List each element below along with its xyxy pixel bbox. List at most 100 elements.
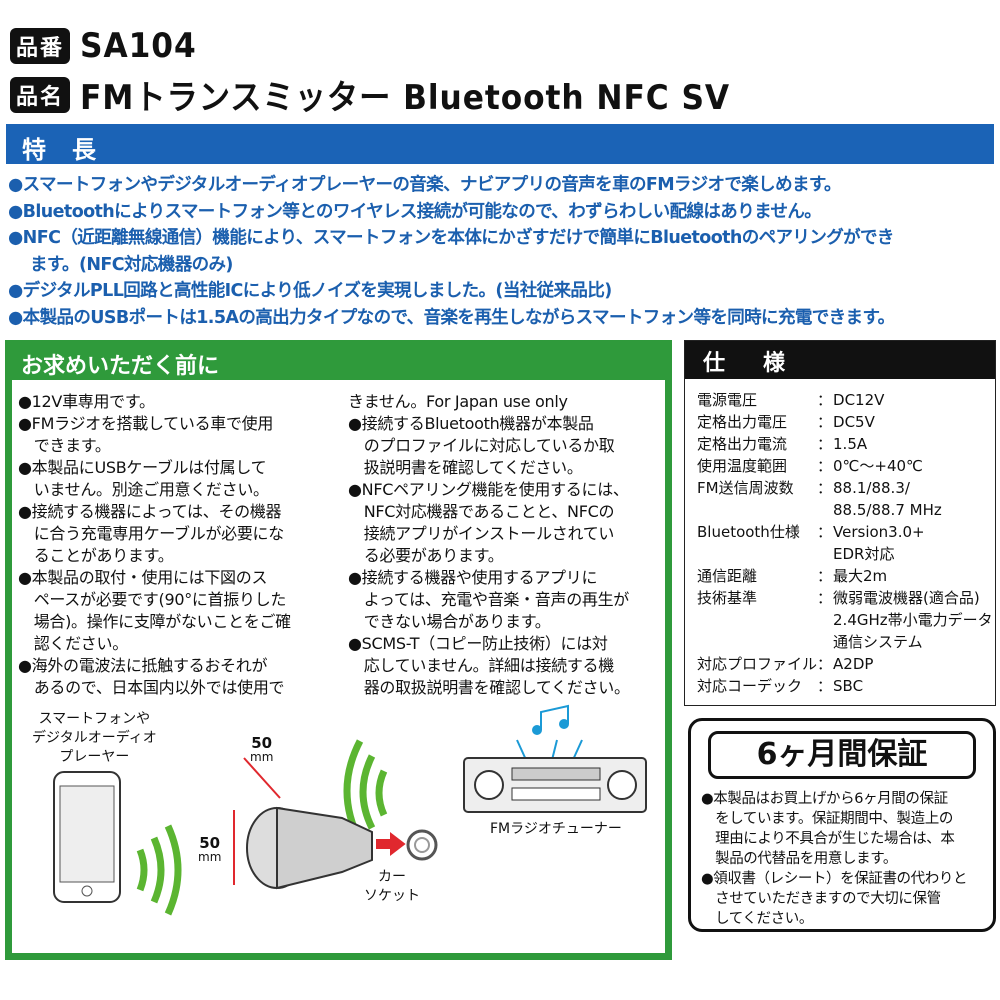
before-use-line: 認ください。 <box>18 634 129 653</box>
before-use-line: ることがあります。 <box>18 546 174 565</box>
warranty-line: をしています。保証期間中、製造上の <box>701 811 953 827</box>
before-use-line: のプロファイルに対応しているか取 <box>348 436 615 455</box>
spec-value: 88.1/88.3/88.5/88.7 MHz <box>833 477 993 521</box>
spec-row: 定格出力電圧：DC5V <box>697 411 993 433</box>
spec-row: 定格出力電流：1.5A <box>697 433 993 455</box>
warranty-text: ●本製品はお買上げから6ヶ月間の保証 をしています。保証期間中、製造上の 理由に… <box>691 779 993 929</box>
before-use-line: ●接続するBluetooth機器が本製品 <box>348 414 594 433</box>
before-use-line: ●NFCペアリング機能を使用するには、 <box>348 480 629 499</box>
phone-label-line: デジタルオーディオ <box>32 730 157 746</box>
before-use-line: 応していません。詳細は接続する機 <box>348 656 615 675</box>
feature-item: ●スマートフォンやデジタルオーディオプレーヤーの音楽、ナビアプリの音声を車のFM… <box>8 175 842 195</box>
product-name-row: 品名 FMトランスミッター Bluetooth NFC SV <box>10 70 787 119</box>
spec-value-line: 0℃～+40℃ <box>833 457 923 475</box>
feature-item: ●デジタルPLL回路と高性能ICにより低ノイズを実現しました。(当社従来品比) <box>8 281 612 301</box>
transmitter-icon <box>246 806 373 890</box>
warranty-line: してください。 <box>701 911 813 927</box>
product-name: FMトランスミッター Bluetooth NFC SV <box>80 78 731 118</box>
before-use-left-column: ●12V車専用です。●FMラジオを搭載している車で使用 できます。●本製品にUS… <box>18 391 291 699</box>
spec-value: 最大2m <box>833 565 993 587</box>
spec-colon: ： <box>817 677 833 695</box>
dimension-arrows <box>233 757 406 885</box>
dim-unit: mm <box>250 750 274 764</box>
before-use-line: あるので、日本国内以外では使用で <box>18 678 285 697</box>
dim-unit: mm <box>198 850 222 864</box>
warranty-line: 理由により不具合が生じた場合は、本 <box>701 831 955 847</box>
spec-colon: ： <box>817 479 833 497</box>
spec-row: 電源電圧：DC12V <box>697 389 993 411</box>
spec-value-line: 最大2m <box>833 567 888 585</box>
warranty-line: ●領収書（レシート）を保証書の代わりと <box>701 871 968 887</box>
part-number: SA104 <box>80 26 197 66</box>
spec-colon: ： <box>817 391 833 409</box>
spec-value: DC5V <box>833 411 993 433</box>
before-use-line: ●接続する機器によっては、その機器 <box>18 502 282 521</box>
before-use-line: ●12V車専用です。 <box>18 392 155 411</box>
before-use-line: ●海外の電波法に抵触するおそれが <box>18 656 268 675</box>
spec-value-line: A2DP <box>833 655 874 673</box>
spec-value: A2DP <box>833 653 993 675</box>
spec-colon: ： <box>817 435 833 453</box>
spec-key: 定格出力電圧 <box>697 413 788 431</box>
spec-value-line: 微弱電波機器(適合品) <box>833 589 980 607</box>
before-use-line: に合う充電専用ケーブルが必要にな <box>18 524 285 543</box>
spec-colon: ： <box>817 655 833 673</box>
spec-row: 使用温度範囲：0℃～+40℃ <box>697 455 993 477</box>
before-use-line: 器の取扱説明書を確認してください。 <box>348 678 630 697</box>
spec-key: 対応プロファイル <box>697 655 818 673</box>
spec-row: 対応プロファイル：A2DP <box>697 653 993 675</box>
tuner-label: FMラジオチューナー <box>490 821 622 837</box>
spec-row: Bluetooth仕様：Version3.0+EDR対応 <box>697 521 993 565</box>
before-use-line: できない場合があります。 <box>348 612 551 631</box>
dim-value: 50 <box>251 734 273 752</box>
feature-item: ●NFC（近距離無線通信）機能により、スマートフォンを本体にかざすだけで簡単にB… <box>8 228 894 248</box>
before-use-line: きません。For Japan use only <box>348 392 568 411</box>
spec-key: FM送信周波数 <box>697 479 794 497</box>
before-use-line: できます。 <box>18 436 111 455</box>
spec-colon: ： <box>817 567 833 585</box>
before-use-line: る必要があります。 <box>348 546 504 565</box>
radio-tuner-icon <box>463 739 647 813</box>
spec-value-line: 通信システム <box>833 633 923 651</box>
before-use-line: NFC対応機器であることと、NFCの <box>348 502 615 521</box>
spec-value-line: 88.1/88.3/ <box>833 479 910 497</box>
feature-item: ●本製品のUSBポートは1.5Aの高出力タイプなので、音楽を再生しながらスマート… <box>8 307 895 328</box>
product-name-label: 品名 <box>10 76 71 113</box>
dim-value: 50 <box>199 834 221 852</box>
before-use-line: ペースが必要です(90°に首振りした <box>18 590 287 609</box>
spec-row: FM送信周波数 ：88.1/88.3/88.5/88.7 MHz <box>697 477 993 521</box>
phone-label-line: プレーヤー <box>59 749 130 765</box>
features-heading: 特長 <box>6 124 994 164</box>
before-use-line: 場合)。操作に支障がないことをご確 <box>18 612 291 631</box>
before-use-line: ●接続する機器や使用するアプリに <box>348 568 598 587</box>
spec-key: 対応コーデック <box>697 677 803 695</box>
spec-value-line: 1.5A <box>833 435 868 453</box>
spec-value: 微弱電波機器(適合品)2.4GHz帯小電力データ通信システム <box>833 587 993 653</box>
warranty-title: 6ヶ月間保証 <box>708 731 976 779</box>
warranty-line: させていただきますので大切に保管 <box>701 891 941 907</box>
spec-key: 技術基準 <box>697 589 758 607</box>
illustration: スマートフォンや デジタルオーディオ プレーヤー <box>12 700 662 950</box>
spec-key: 電源電圧 <box>697 391 758 409</box>
wave-icon <box>136 739 388 916</box>
spec-key: 通信距離 <box>697 567 758 585</box>
warranty-line: 製品の代替品を用意します。 <box>701 851 897 867</box>
part-number-row: 品番 SA104 <box>10 26 207 66</box>
before-use-right-column: きません。For Japan use only ●接続するBluetooth機器が… <box>348 391 630 699</box>
phone-label: スマートフォンや デジタルオーディオ プレーヤー <box>32 710 157 767</box>
spec-row: 対応コーデック ：SBC <box>697 675 993 697</box>
socket-label-line: カー <box>378 869 406 885</box>
spec-value-line: SBC <box>833 677 864 695</box>
spec-value-line: 88.5/88.7 MHz <box>833 501 942 519</box>
before-use-line: ●本製品の取付・使用には下図のス <box>18 568 268 587</box>
spec-row: 通信距離 ：最大2m <box>697 565 993 587</box>
before-use-line: 扱説明書を確認してください。 <box>348 458 583 477</box>
car-socket-icon <box>406 829 438 861</box>
before-use-line: ●FMラジオを搭載している車で使用 <box>18 414 274 433</box>
before-use-line: いません。別途ご用意ください。 <box>18 480 269 499</box>
spec-value: 1.5A <box>833 433 993 455</box>
phone-label-line: スマートフォンや <box>38 711 151 727</box>
